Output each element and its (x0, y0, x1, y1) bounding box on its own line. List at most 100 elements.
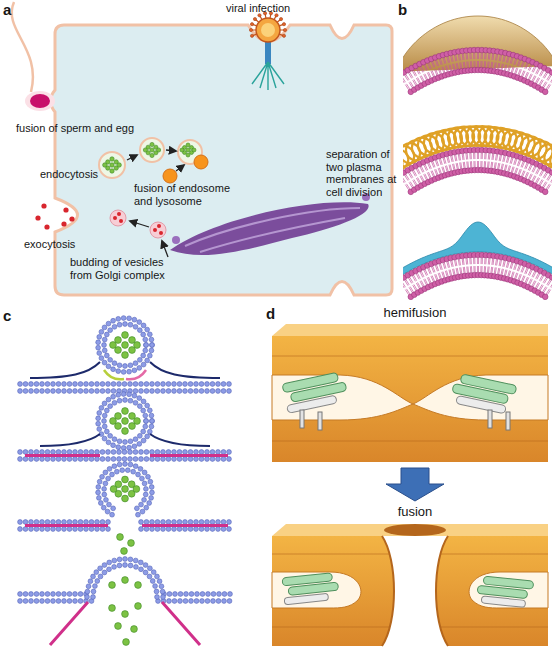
lipid-head (183, 599, 188, 604)
lipid-head (45, 592, 50, 597)
lipid-head (137, 366, 142, 371)
golgi-bud (172, 236, 180, 244)
lipid-head (111, 318, 116, 323)
lipid-head (177, 389, 182, 394)
lipid-head (143, 570, 148, 575)
lipid-head (108, 328, 113, 333)
lipid-head (85, 595, 90, 600)
lipid-head (117, 462, 122, 467)
lipid-head (139, 389, 144, 394)
arrow (166, 150, 176, 151)
lipid-head (91, 574, 96, 579)
lipid-head (18, 592, 23, 597)
process-label: separation of two plasma membranes at ce… (326, 148, 398, 199)
lipid-head (34, 592, 39, 597)
lipid-head (112, 558, 117, 563)
lipid-head (137, 442, 142, 447)
lipid-head (23, 450, 28, 455)
lipid-head (103, 481, 108, 486)
lipid-head (549, 170, 552, 176)
lipid-head (51, 382, 56, 387)
cargo-molecule (121, 548, 128, 555)
arrow (176, 165, 184, 171)
lipid-head (157, 579, 162, 584)
lipid-head (183, 382, 188, 387)
lipid-head (221, 527, 226, 532)
lipid-head (150, 419, 155, 424)
lipid-head (100, 382, 105, 387)
lipid-head (102, 401, 107, 406)
lipid-head (78, 527, 83, 532)
lipid-head (216, 382, 221, 387)
lipid-head (45, 527, 50, 532)
lipid-head (128, 450, 133, 455)
arrow (130, 221, 149, 227)
lipid-head (89, 450, 94, 455)
lipid-head (95, 382, 100, 387)
lipid-head (102, 570, 107, 575)
lipid-head (161, 457, 166, 462)
lipid-head (161, 389, 166, 394)
lipid-head (147, 353, 152, 358)
lipid-head (95, 457, 100, 462)
lipid-head (155, 382, 160, 387)
lipid-head (178, 599, 183, 604)
lipid-head (227, 457, 232, 462)
lipid-head (150, 382, 155, 387)
lipid-head (147, 332, 152, 337)
lipid-head (18, 389, 23, 394)
secretory-vesicle (110, 210, 126, 226)
lipid-head (111, 394, 116, 399)
lipid-head (67, 382, 72, 387)
lipid-head (144, 389, 149, 394)
lipid-head (139, 527, 144, 532)
lipid-head (51, 599, 56, 604)
transition-arrow (386, 468, 444, 501)
lipid-head (23, 592, 28, 597)
lipid-head (133, 389, 138, 394)
lipid-head (141, 399, 146, 404)
lipid-head (104, 429, 109, 434)
cargo-molecule (122, 342, 129, 349)
lipid-head (89, 527, 94, 532)
secreted-molecule (44, 224, 49, 229)
lipid-head (189, 599, 194, 604)
lipid-head (137, 328, 142, 333)
cargo-molecule (128, 540, 135, 547)
lipid-head (166, 389, 171, 394)
lipid-head (84, 389, 89, 394)
cargo-molecule (135, 603, 142, 610)
secreted-molecule (35, 215, 40, 220)
membrane-block (272, 336, 548, 462)
lipid-head (96, 490, 101, 495)
lipid-head (117, 439, 122, 444)
lipid-head (40, 527, 45, 532)
lipid-head (150, 490, 155, 495)
lipid-head (91, 589, 96, 594)
lipid-head (106, 476, 111, 481)
lipid-head (73, 450, 78, 455)
lipid-head (117, 563, 122, 568)
cargo-molecule (186, 143, 190, 147)
lipid-head (166, 457, 171, 462)
lipid-head (140, 509, 145, 514)
lipid-head (188, 457, 193, 462)
lipid-head (147, 501, 152, 506)
cargo-molecule (150, 153, 154, 157)
lipid-head (549, 275, 552, 281)
aqueous-gap (469, 572, 548, 608)
lipid-head (161, 450, 166, 455)
cargo-molecule (134, 342, 141, 349)
lipid-head (116, 392, 121, 397)
stage-title: fusion (365, 505, 465, 520)
lipid-head (128, 457, 133, 462)
arrow (162, 241, 168, 257)
snare-helix (284, 593, 328, 605)
lipid-head (137, 357, 142, 362)
lipid-head (131, 469, 136, 474)
cargo-molecule (122, 476, 129, 483)
lipid-head (111, 389, 116, 394)
lipid-head (194, 457, 199, 462)
secreted-molecule (117, 212, 121, 216)
arrow (127, 155, 137, 160)
